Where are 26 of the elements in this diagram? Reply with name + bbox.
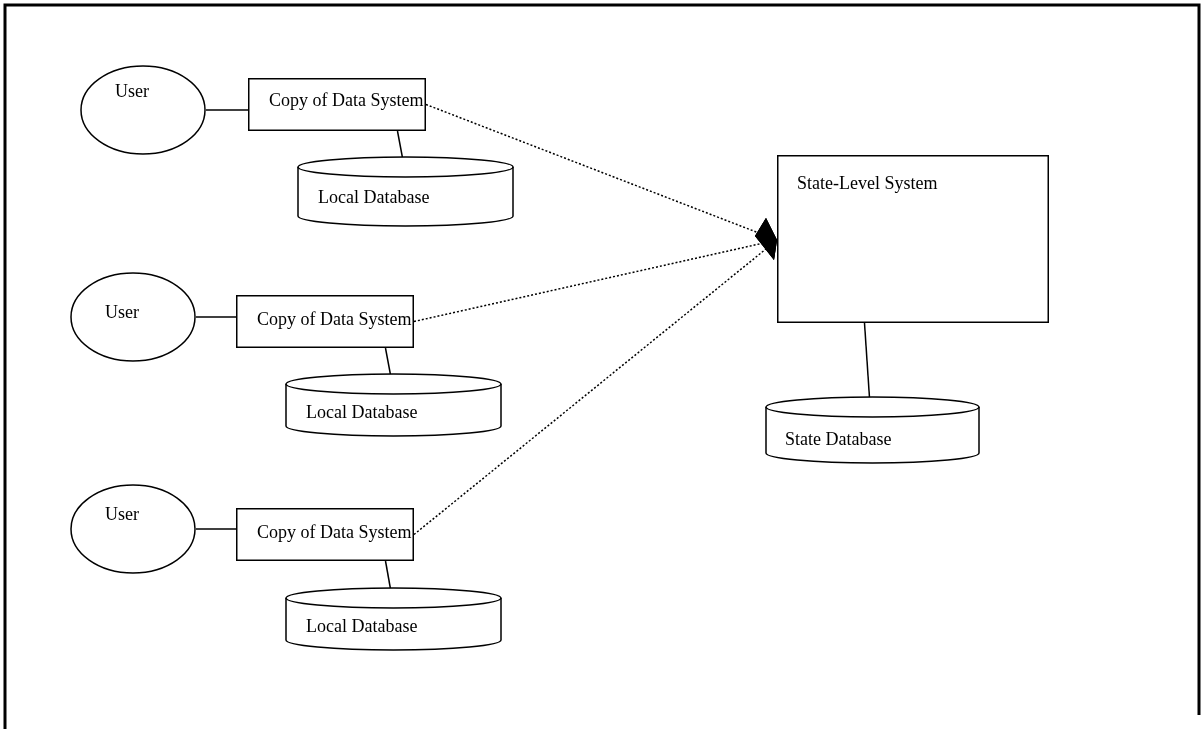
database-cylinder: [297, 157, 514, 226]
node-label: State-Level System: [797, 173, 938, 194]
node-label: Local Database: [306, 616, 418, 637]
process-box: [248, 78, 426, 131]
node-label: Local Database: [306, 402, 418, 423]
database-cylinder: [285, 374, 502, 436]
database-cylinder: [765, 397, 980, 463]
connector-line: [195, 528, 237, 530]
dotted-connector: [413, 218, 778, 536]
user-ellipse: [70, 484, 196, 574]
user-ellipse: [80, 65, 206, 155]
node-label: Copy of Data System: [257, 522, 412, 543]
process-box: [236, 295, 414, 348]
connector-line: [205, 109, 249, 111]
user-ellipse: [70, 272, 196, 362]
process-box: [236, 508, 414, 561]
node-label: User: [105, 302, 139, 323]
connector-line: [195, 316, 237, 318]
node-label: Local Database: [318, 187, 430, 208]
node-label: State Database: [785, 429, 892, 450]
node-label: User: [115, 81, 149, 102]
node-label: Copy of Data System: [257, 309, 412, 330]
node-label: User: [105, 504, 139, 525]
database-cylinder: [285, 588, 502, 650]
process-box: [777, 155, 1049, 323]
node-label: Copy of Data System: [269, 90, 424, 111]
